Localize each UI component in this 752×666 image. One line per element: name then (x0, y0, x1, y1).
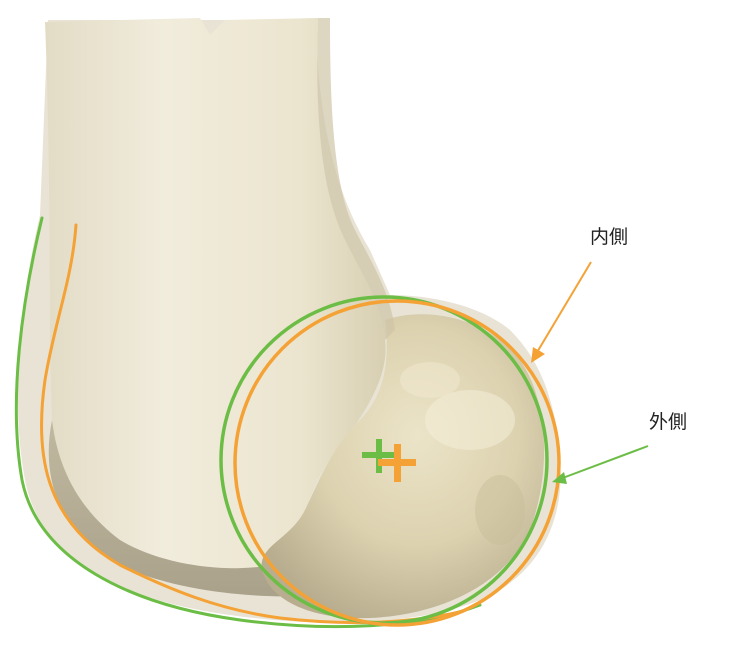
femur-shaft (45, 18, 386, 569)
medial-outline (40, 223, 462, 625)
condyle-highlight (400, 362, 460, 398)
medial-condyle-circle (233, 299, 561, 627)
medial-arrow (531, 261, 592, 363)
condyle-highlight (475, 475, 525, 545)
medial-center-marker (378, 444, 416, 482)
lateral-center-marker (362, 439, 396, 473)
lateral-outline (14, 216, 482, 629)
shaft-edge-shading (317, 18, 395, 340)
condyle-highlight (425, 390, 515, 450)
lateral-label: 外側 (649, 411, 687, 433)
medial-label: 内側 (590, 226, 628, 248)
bone-posterior-shadow (48, 420, 361, 597)
lateral-arrow (552, 445, 649, 484)
